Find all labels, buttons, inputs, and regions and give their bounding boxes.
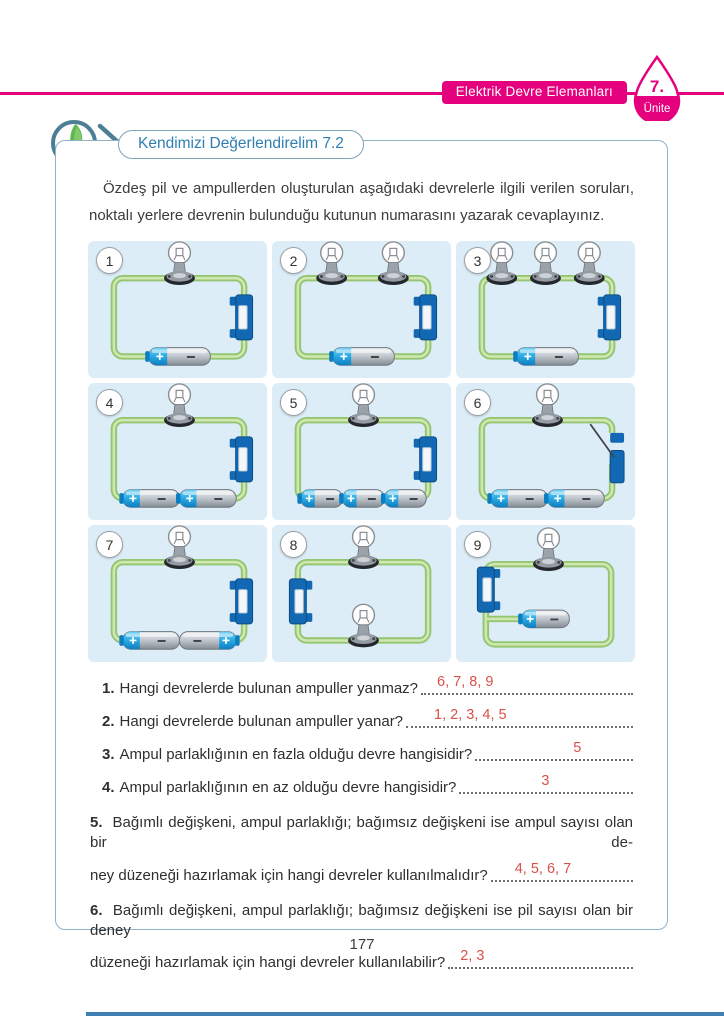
question-text: Hangi devrelerde bulunan ampuller yanmaz… (119, 680, 419, 697)
question-number: 3. (102, 746, 115, 763)
circuit-diagram-1 (110, 241, 254, 366)
circuit-box-5: 5 (272, 383, 451, 520)
question-text-line1: 5. Bağımlı değişkeni, ampul parlaklığı; … (90, 813, 633, 854)
circuit-number-badge: 6 (464, 389, 491, 416)
question-text: Bağımlı değişkeni, ampul parlaklığı; bağ… (90, 814, 634, 852)
handwritten-answer: 4, 5, 6, 7 (514, 860, 572, 877)
header-rule (0, 92, 724, 95)
circuit-box-8: 8 (272, 525, 451, 662)
question-3: 3. Ampul parlaklığının en fazla olduğu d… (90, 740, 633, 763)
answer-line: 5 (475, 740, 633, 761)
handwritten-answer: 1, 2, 3, 4, 5 (434, 707, 507, 723)
questions-section: 1. Hangi devrelerde bulunan ampuller yan… (90, 674, 633, 971)
question-1: 1. Hangi devrelerde bulunan ampuller yan… (90, 674, 633, 697)
answer-line: 1, 2, 3, 4, 5 (406, 707, 633, 728)
unit-number: 7. (650, 77, 664, 96)
handwritten-answer: 5 (573, 740, 582, 756)
question-number: 2. (102, 713, 115, 730)
circuit-box-1: 1 (88, 241, 267, 378)
circuit-number-badge: 7 (96, 531, 123, 558)
circuit-box-9: 9 (456, 525, 635, 662)
page-number: 177 (349, 936, 375, 953)
circuit-diagram-8 (288, 525, 432, 648)
question-text-line2: düzeneği hazırlamak için hangi devreler … (90, 948, 633, 971)
question-number: 4. (102, 779, 115, 796)
question-text: ney düzeneği hazırlamak için hangi devre… (90, 866, 488, 884)
question-text-line2: ney düzeneği hazırlamak için hangi devre… (90, 861, 633, 884)
circuit-grid: 1 2 3 4 5 6 7 (88, 241, 635, 662)
content-box: Özdeş pil ve ampullerden oluşturulan aşa… (55, 140, 668, 971)
question-text-line1: 6. Bağımlı değişkeni, ampul parlaklığı; … (90, 901, 633, 942)
circuit-number-badge: 2 (280, 247, 307, 274)
circuit-diagram-3 (478, 241, 622, 366)
circuit-diagram-5 (294, 383, 438, 508)
circuit-diagram-9 (476, 527, 615, 648)
question-2: 2. Hangi devrelerde bulunan ampuller yan… (90, 707, 633, 730)
handwritten-answer: 3 (541, 773, 550, 789)
question-number: 5. (90, 814, 103, 831)
question-4: 4. Ampul parlaklığının en az olduğu devr… (90, 773, 633, 796)
unit-title-ribbon: Elektrik Devre Elemanları (441, 81, 627, 104)
answer-line: 4, 5, 6, 7 (490, 861, 633, 882)
circuit-box-2: 2 (272, 241, 451, 378)
circuit-number-badge: 9 (464, 531, 491, 558)
question-6: 6. Bağımlı değişkeni, ampul parlaklığı; … (90, 901, 633, 971)
handwritten-answer: 6, 7, 8, 9 (437, 674, 494, 690)
question-5: 5. Bağımlı değişkeni, ampul parlaklığı; … (90, 813, 633, 884)
question-text: Ampul parlaklığının en az olduğu devre h… (119, 779, 457, 796)
circuit-diagram-6 (478, 383, 625, 508)
circuit-number-badge: 8 (280, 531, 307, 558)
handwritten-answer: 2, 3 (460, 948, 485, 964)
section-title: Kendimizi Değerlendirelim 7.2 (118, 130, 364, 159)
answer-line: 6, 7, 8, 9 (421, 674, 633, 695)
answer-line: 2, 3 (448, 948, 633, 969)
circuit-diagram-7 (110, 525, 254, 650)
circuit-number-badge: 5 (280, 389, 307, 416)
circuit-diagram-2 (294, 241, 438, 366)
question-number: 6. (90, 901, 103, 919)
circuit-number-badge: 3 (464, 247, 491, 274)
unit-droplet-badge: 7. Ünite (633, 55, 681, 121)
question-text: düzeneği hazırlamak için hangi devreler … (90, 954, 446, 971)
question-text: Ampul parlaklığının en fazla olduğu devr… (119, 746, 473, 763)
question-text: Hangi devrelerde bulunan ampuller yanar? (119, 713, 404, 730)
bottom-page-rule (86, 1012, 724, 1016)
circuit-box-6: 6 (456, 383, 635, 520)
circuit-box-3: 3 (456, 241, 635, 378)
question-text: Bağımlı değişkeni, ampul parlaklığı; bağ… (90, 901, 633, 939)
unit-label: Ünite (644, 103, 671, 115)
instructions-text: Özdeş pil ve ampullerden oluşturulan aşa… (89, 180, 634, 224)
circuit-diagram-4 (110, 383, 254, 508)
circuit-number-badge: 4 (96, 389, 123, 416)
answer-line: 3 (459, 773, 633, 794)
question-number: 1. (102, 680, 115, 697)
circuit-box-4: 4 (88, 383, 267, 520)
circuit-box-7: 7 (88, 525, 267, 662)
circuit-number-badge: 1 (96, 247, 123, 274)
